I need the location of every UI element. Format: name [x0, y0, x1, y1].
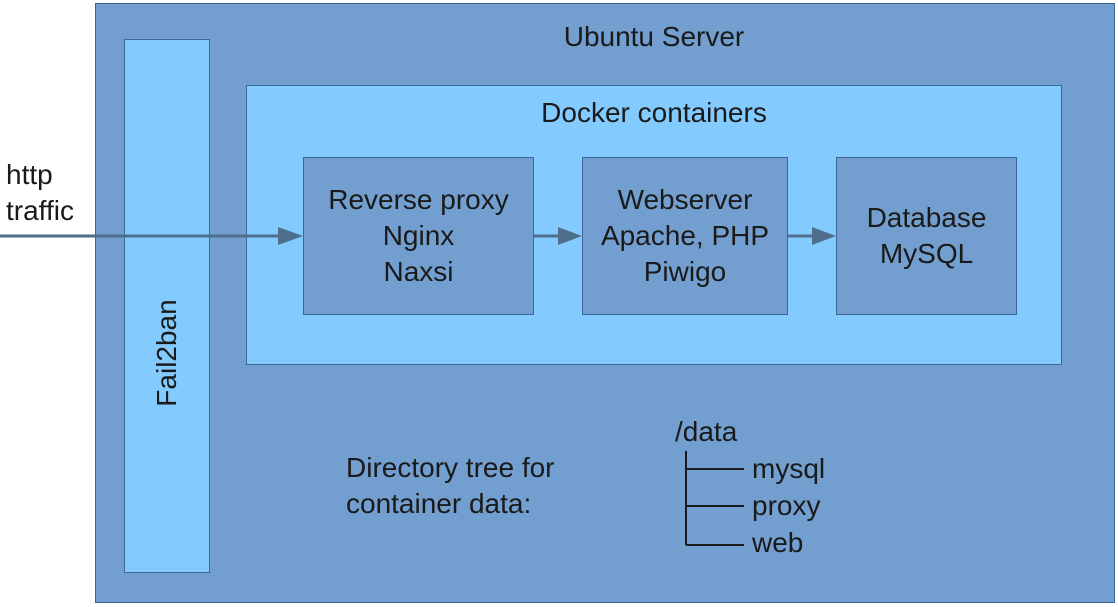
tree-item-web: web: [752, 527, 804, 558]
container-line: Database: [866, 202, 987, 233]
tree-item-proxy: proxy: [752, 490, 821, 521]
docker-title: Docker containers: [541, 97, 767, 128]
container-line: Webserver: [617, 184, 753, 215]
fail2ban-box: [124, 39, 210, 573]
tree-root-data: /data: [675, 416, 738, 447]
container-line: Reverse proxy: [328, 184, 509, 215]
container-line: Naxsi: [383, 256, 454, 287]
directory-tree-label: Directory tree for container data:: [346, 450, 555, 522]
server-title: Ubuntu Server: [563, 21, 745, 52]
directory-label-line: container data:: [346, 488, 532, 519]
tree-item-mysql: mysql: [752, 453, 826, 484]
container-line: Piwigo: [643, 256, 727, 287]
container-line: Nginx: [382, 220, 455, 251]
traffic-line: http: [6, 159, 53, 190]
container-line: MySQL: [879, 238, 974, 269]
container-line: Apache, PHP: [600, 220, 770, 251]
fail2ban-label: Fail2ban: [151, 299, 182, 407]
database-container: Database MySQL: [836, 157, 1017, 315]
traffic-line: traffic: [6, 195, 74, 226]
http-traffic-label: http traffic: [6, 157, 74, 229]
webserver-container: Webserver Apache, PHP Piwigo: [582, 157, 788, 315]
reverse-proxy-container: Reverse proxy Nginx Naxsi: [303, 157, 534, 315]
directory-label-line: Directory tree for: [346, 452, 555, 483]
